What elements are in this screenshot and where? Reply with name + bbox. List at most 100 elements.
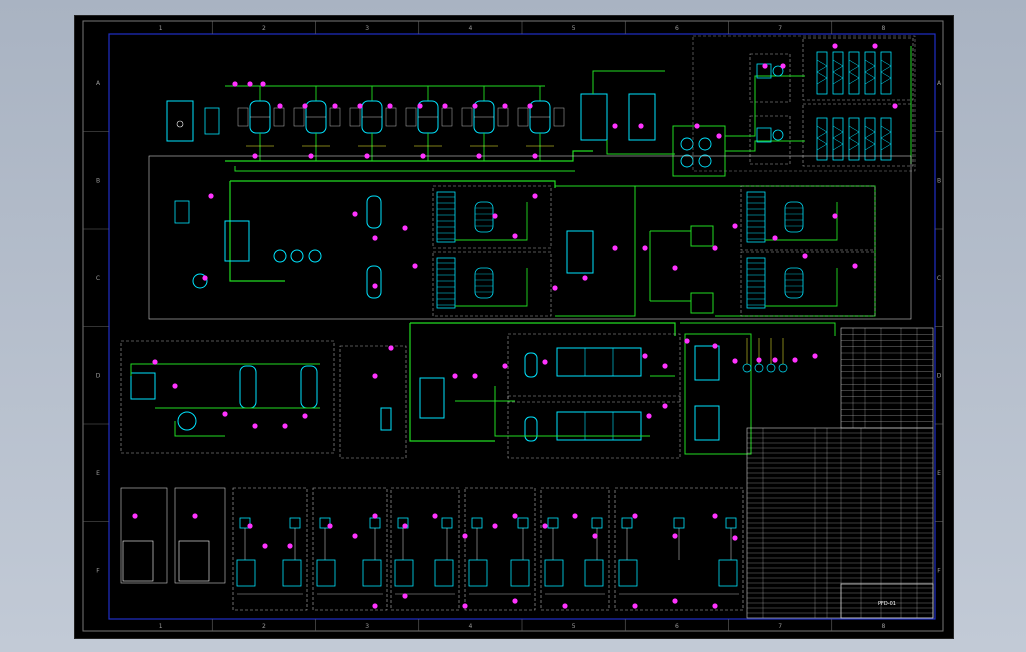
instrument-tag <box>277 103 283 109</box>
column-2 <box>366 265 382 299</box>
instrument-tag <box>388 345 394 351</box>
instrument-tag <box>442 103 448 109</box>
instrument-tag <box>262 543 268 549</box>
instrument-tag <box>642 353 648 359</box>
instrument-tag <box>892 103 898 109</box>
instrument-tag <box>402 225 408 231</box>
instrument-tag <box>772 235 778 241</box>
row-label: A <box>96 80 101 87</box>
instrument-tag <box>372 603 378 609</box>
instrument-tag <box>592 533 598 539</box>
instrument-tag <box>417 103 423 109</box>
plate-exchanger <box>848 117 860 161</box>
column-1 <box>366 195 382 229</box>
inner-frame <box>108 33 936 620</box>
instrument-tag <box>512 598 518 604</box>
column-label: 8 <box>881 623 885 630</box>
column-label: 4 <box>468 25 472 32</box>
instrument-tag <box>172 383 178 389</box>
instrument-tag <box>472 373 478 379</box>
title-block: PFD-01 <box>840 583 934 619</box>
plate-exchanger <box>880 51 892 95</box>
instrument-tag <box>472 103 478 109</box>
instrument-tag <box>612 245 618 251</box>
instrument-tag <box>812 353 818 359</box>
utility-package <box>390 487 460 611</box>
instrument-tag <box>642 245 648 251</box>
receiver-tank-2 <box>628 93 656 141</box>
column-label: 4 <box>468 623 472 630</box>
coil-exchanger <box>746 191 766 243</box>
instrument-tag <box>552 285 558 291</box>
instrument-tag <box>387 103 393 109</box>
instrument-tag <box>502 103 508 109</box>
instrument-tag <box>662 403 668 409</box>
plate-exchanger <box>816 117 828 161</box>
instrument-tag <box>412 263 418 269</box>
pump <box>766 363 776 373</box>
plate-exchanger <box>848 51 860 95</box>
instrument-tag <box>432 513 438 519</box>
instrument-tag <box>712 603 718 609</box>
instrument-tag <box>287 543 293 549</box>
plate-exchanger <box>832 117 844 161</box>
center-tank <box>566 230 594 274</box>
column-label: 5 <box>572 25 576 32</box>
column-label: 7 <box>778 623 782 630</box>
instrument-tag <box>612 123 618 129</box>
row-label: E <box>96 470 100 477</box>
instrument-tag <box>684 338 690 344</box>
instrument-tag <box>527 103 533 109</box>
product-tank-2 <box>694 405 720 441</box>
instrument-tag <box>732 535 738 541</box>
instrument-tag <box>462 603 468 609</box>
instrument-tag <box>364 153 370 159</box>
instrument-tag <box>247 81 253 87</box>
instrument-tag <box>732 358 738 364</box>
instrument-tag <box>780 63 786 69</box>
instrument-tag <box>260 81 266 87</box>
instrument-tag <box>712 245 718 251</box>
column-label: 1 <box>159 25 163 32</box>
instrument-tag <box>792 357 798 363</box>
plate-exchanger <box>880 117 892 161</box>
filter-bank-1 <box>556 347 642 377</box>
column-label: 6 <box>675 25 679 32</box>
instrument-tag <box>772 357 778 363</box>
title-block-text: PFD-01 <box>878 601 896 607</box>
instrument-tag <box>802 253 808 259</box>
instrument-tag <box>372 235 378 241</box>
instrument-tag <box>732 223 738 229</box>
column-label: 6 <box>675 623 679 630</box>
instrument-tag <box>542 523 548 529</box>
utility-package <box>232 487 308 611</box>
instrument-tag <box>872 43 878 49</box>
instrument-tag <box>716 133 722 139</box>
column-label: 2 <box>262 623 266 630</box>
row-label: A <box>937 80 942 87</box>
column-label: 8 <box>881 25 885 32</box>
instrument-tags <box>132 43 898 609</box>
instrument-tag <box>832 43 838 49</box>
instrument-tag <box>492 523 498 529</box>
row-label: C <box>96 275 100 282</box>
coil-exchanger <box>436 191 456 243</box>
instrument-tag <box>252 153 258 159</box>
adsorber-2 <box>300 365 318 409</box>
outer-border <box>82 20 944 632</box>
plate-exchanger <box>864 51 876 95</box>
instrument-tag <box>712 343 718 349</box>
instrument-tag <box>352 211 358 217</box>
instrument-tag <box>502 363 508 369</box>
instrument-tag <box>476 153 482 159</box>
equipment-table-main <box>746 427 934 619</box>
instrument-tag <box>208 193 214 199</box>
receiver-tank-1 <box>580 93 608 141</box>
instrument-tag <box>352 533 358 539</box>
instrument-tag <box>372 513 378 519</box>
instrument-tag <box>202 275 208 281</box>
instrument-tag <box>357 103 363 109</box>
